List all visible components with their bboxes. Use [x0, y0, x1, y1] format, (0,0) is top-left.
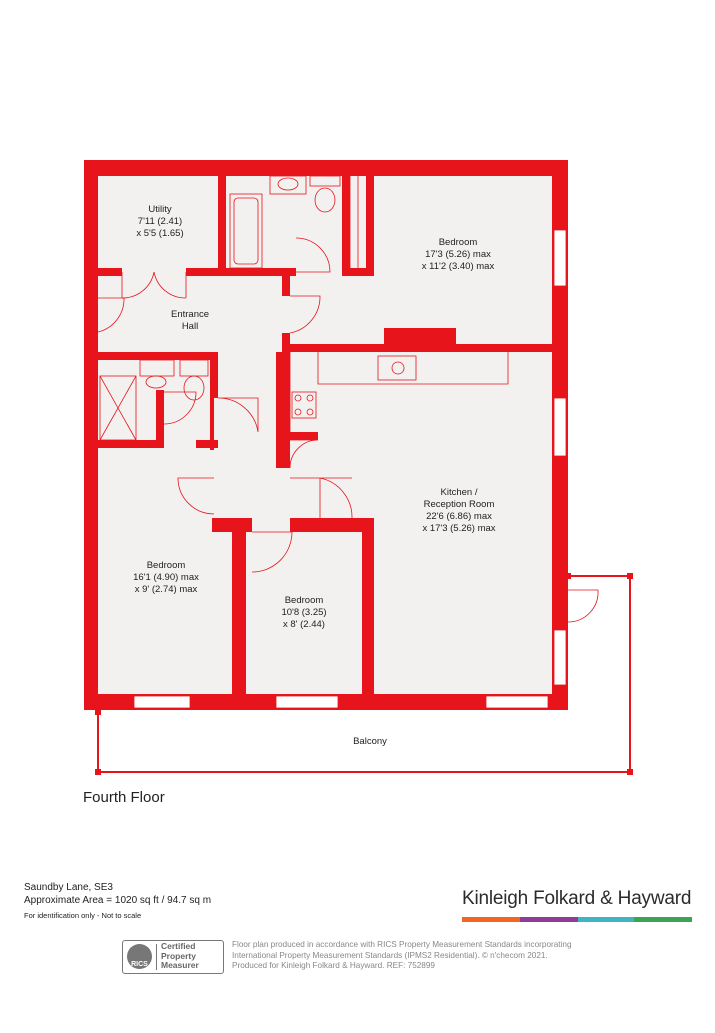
windows	[133, 229, 567, 709]
floor-area	[84, 160, 568, 710]
bedroom-left-dim2: x 9' (2.74) max	[135, 584, 198, 595]
bedroom-top-label: Bedroom	[439, 237, 478, 248]
rics-line2: Property	[161, 950, 196, 961]
bedroom-left-dim1: 16'1 (4.90) max	[133, 572, 199, 583]
rics-badge: RICS Certified Property Measurer	[122, 940, 224, 974]
kitchen-label-2: Reception Room	[424, 499, 495, 510]
kitchen-dim2: x 17'3 (5.26) max	[422, 523, 495, 534]
rics-text: Certified Property Measurer	[161, 941, 199, 971]
floor-plan: Utility 7'11 (2.41) x 5'5 (1.65) Bedroom…	[84, 160, 633, 775]
kitchen-label-1: Kitchen /	[441, 487, 478, 498]
brand-bar-orange	[462, 917, 520, 922]
rics-logo-icon	[127, 944, 152, 969]
rics-line1: Certified	[161, 941, 196, 951]
bedroom-mid-dim2: x 8' (2.44)	[283, 619, 325, 630]
brand-bar-purple	[520, 917, 578, 922]
brand-name: Kinleigh Folkard & Hayward	[462, 888, 692, 909]
fixtures	[99, 175, 509, 441]
floor-title: Fourth Floor	[83, 789, 165, 806]
rics-abbr: RICS	[131, 961, 148, 968]
utility-dim2: x 5'5 (1.65)	[136, 228, 183, 239]
hall-label-1: Entrance	[171, 309, 209, 320]
bedroom-top-dim1: 17'3 (5.26) max	[425, 249, 491, 260]
disclaimer-line2: International Property Measurement Stand…	[232, 950, 548, 960]
bedroom-mid-label: Bedroom	[285, 595, 324, 606]
address-street: Saundby Lane, SE3	[24, 882, 113, 893]
utility-dim1: 7'11 (2.41)	[138, 216, 182, 227]
internal-walls	[84, 176, 552, 694]
hall-label-2: Hall	[182, 321, 198, 332]
disclaimer: Floor plan produced in accordance with R…	[232, 940, 612, 972]
rics-line3: Measurer	[161, 960, 199, 971]
balcony-label: Balcony	[353, 736, 387, 747]
bedroom-mid-dim1: 10'8 (3.25)	[281, 607, 326, 618]
address-area: Approximate Area = 1020 sq ft / 94.7 sq …	[24, 895, 212, 906]
brand-bar-teal	[578, 917, 634, 922]
disclaimer-line1: Floor plan produced in accordance with R…	[232, 940, 572, 949]
brand-bar-green	[634, 917, 692, 922]
bedroom-top-dim2: x 11'2 (3.40) max	[422, 261, 495, 272]
balcony-posts	[95, 573, 633, 775]
utility-label: Utility	[148, 204, 171, 215]
bedroom-left-label: Bedroom	[147, 560, 186, 571]
rics-divider	[156, 944, 157, 970]
door-swings	[97, 237, 599, 623]
kitchen-dim1: 22'6 (6.86) max	[426, 511, 492, 522]
disclaimer-line3: Produced for Kinleigh Folkard & Hayward.…	[232, 961, 435, 970]
address-note: For identification only - Not to scale	[24, 911, 142, 920]
